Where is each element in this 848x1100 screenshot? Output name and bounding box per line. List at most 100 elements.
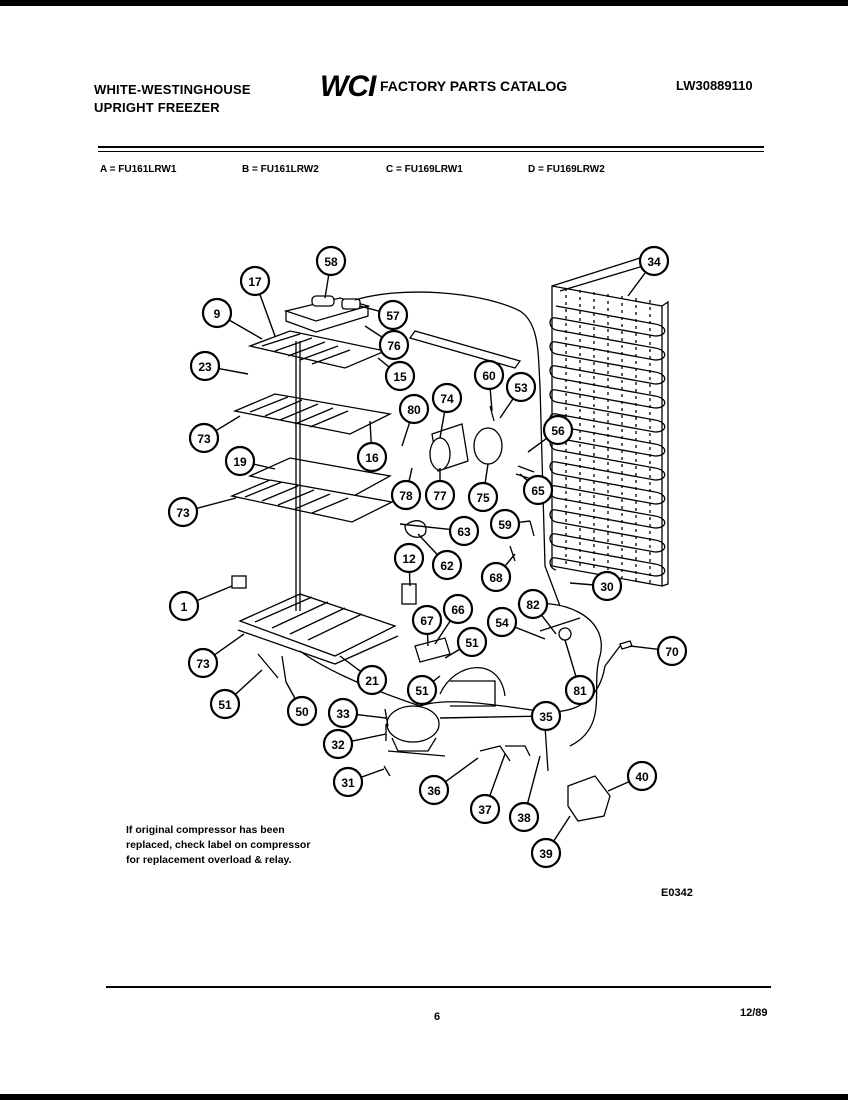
callout-50: 50 [286, 695, 318, 727]
leader-line-63 [399, 523, 451, 531]
svg-text:59: 59 [498, 518, 512, 532]
svg-text:56: 56 [551, 424, 565, 438]
callout-31: 31 [332, 766, 364, 798]
leader-line-68 [504, 553, 516, 567]
callout-38: 38 [508, 801, 540, 833]
svg-text:65: 65 [531, 484, 545, 498]
svg-text:50: 50 [295, 705, 309, 719]
callout-67: 67 [411, 604, 443, 636]
callout-32: 32 [322, 728, 354, 760]
callout-68: 68 [480, 561, 512, 593]
leader-line-70 [629, 645, 659, 651]
svg-text:15: 15 [393, 370, 407, 384]
callout-81: 81 [564, 674, 596, 706]
svg-text:23: 23 [198, 360, 212, 374]
svg-text:80: 80 [407, 403, 421, 417]
compressor-note: If original compressor has been replaced… [126, 823, 310, 868]
callout-39: 39 [530, 837, 562, 869]
header-rule [98, 146, 764, 148]
svg-text:73: 73 [176, 506, 190, 520]
svg-text:51: 51 [465, 636, 479, 650]
leader-line-19 [253, 463, 276, 470]
callout-62: 62 [431, 549, 463, 581]
leader-line-57 [359, 305, 380, 312]
page-number: 6 [434, 1011, 441, 1023]
leader-line-32 [351, 733, 387, 742]
svg-text:67: 67 [420, 614, 434, 628]
svg-text:62: 62 [440, 559, 454, 573]
leader-line-1 [196, 585, 233, 602]
svg-text:38: 38 [517, 811, 531, 825]
note-line-1: If original compressor has been [126, 824, 285, 836]
svg-text:77: 77 [433, 489, 447, 503]
callout-12: 12 [393, 542, 425, 574]
callout-19: 19 [224, 445, 256, 477]
leader-line-74 [439, 411, 446, 439]
callout-40: 40 [626, 760, 658, 792]
leader-line-39 [553, 815, 571, 842]
document-number: LW30889110 [676, 78, 753, 93]
callout-9: 9 [201, 297, 233, 329]
svg-text:17: 17 [248, 275, 262, 289]
leader-line-75 [484, 463, 489, 484]
callout-66: 66 [442, 593, 474, 625]
callout-73: 73 [167, 496, 199, 528]
leader-line-76 [364, 325, 383, 338]
model-a: A = FU161LRW1 [100, 164, 177, 175]
brand-name: WHITE-WESTINGHOUSE [94, 82, 251, 97]
callout-60: 60 [473, 359, 505, 391]
svg-text:39: 39 [539, 847, 553, 861]
compressor-assembly [299, 602, 633, 822]
callout-51: 51 [209, 688, 241, 720]
callout-53: 53 [505, 371, 537, 403]
leader-line-37 [489, 753, 506, 797]
leader-line-38 [526, 755, 541, 804]
svg-text:73: 73 [196, 657, 210, 671]
note-line-2: replaced, check label on compressor [126, 839, 311, 851]
callout-36: 36 [418, 774, 450, 806]
callout-65: 65 [522, 474, 554, 506]
callout-70: 70 [656, 635, 688, 667]
leader-line-73 [215, 415, 241, 432]
svg-text:75: 75 [476, 491, 490, 505]
callout-63: 63 [448, 515, 480, 547]
svg-text:51: 51 [218, 698, 232, 712]
leader-line-40 [607, 781, 630, 792]
callout-73: 73 [187, 647, 219, 679]
catalog-title: FACTORY PARTS CATALOG [380, 78, 568, 94]
callout-17: 17 [239, 265, 271, 297]
leader-line-53 [499, 398, 514, 419]
leader-line-73 [214, 633, 245, 656]
leader-line-78 [408, 467, 413, 482]
leader-line-23 [218, 367, 249, 375]
leader-line-33 [356, 713, 387, 719]
svg-text:36: 36 [427, 784, 441, 798]
leader-line-15 [377, 357, 390, 368]
svg-text:40: 40 [635, 770, 649, 784]
diagram-code: E0342 [661, 887, 693, 899]
callout-37: 37 [469, 793, 501, 825]
product-type: UPRIGHT FREEZER [94, 100, 220, 115]
svg-text:57: 57 [386, 309, 400, 323]
leader-line-17 [259, 293, 276, 337]
callout-51: 51 [456, 626, 488, 658]
leader-line-81 [564, 639, 577, 677]
callout-58: 58 [315, 245, 347, 277]
svg-text:34: 34 [647, 255, 661, 269]
svg-text:32: 32 [331, 738, 345, 752]
svg-text:9: 9 [214, 307, 221, 321]
wci-logo: WCI [320, 70, 376, 103]
leader-line-66 [434, 620, 451, 645]
callout-23: 23 [189, 350, 221, 382]
callout-54: 54 [486, 606, 518, 638]
svg-text:33: 33 [336, 707, 350, 721]
shelf-assemblies [229, 330, 399, 665]
header-rule-thin [98, 151, 764, 152]
svg-text:81: 81 [573, 684, 587, 698]
callout-74: 74 [431, 382, 463, 414]
svg-text:70: 70 [665, 645, 679, 659]
leader-line-12 [408, 571, 411, 587]
svg-text:63: 63 [457, 525, 471, 539]
svg-text:82: 82 [526, 598, 540, 612]
svg-text:16: 16 [365, 451, 379, 465]
